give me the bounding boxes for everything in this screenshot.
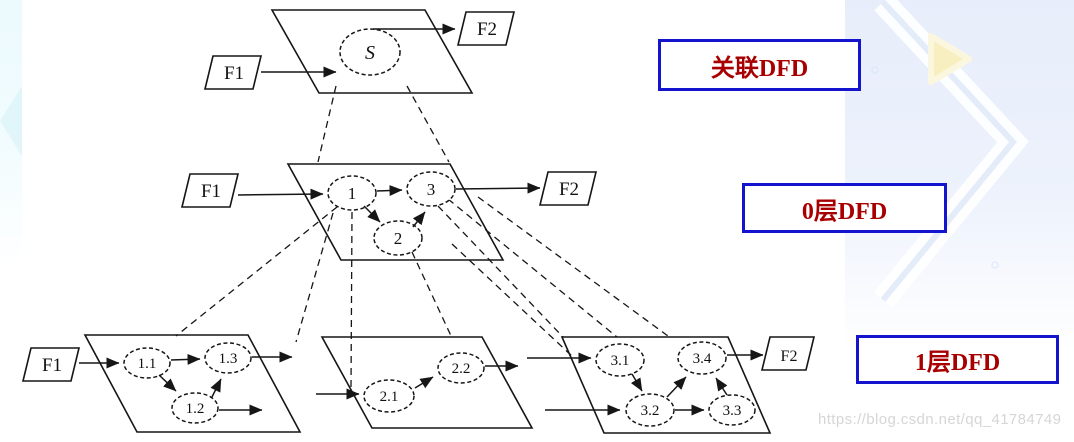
decomposition-line xyxy=(451,243,574,358)
entity-label-f2: F2 xyxy=(477,19,497,40)
process-1-3 xyxy=(204,342,252,374)
level0-dfd-label-box: 0层DFD xyxy=(742,183,947,233)
data-flow-arrow-1-1-to-1-2 xyxy=(158,374,177,392)
process-label-3: 3 xyxy=(427,180,436,199)
entity-label-f1: F1 xyxy=(201,181,221,202)
yellow-triangle-icon xyxy=(928,33,972,85)
process-label-3-3: 3.3 xyxy=(723,403,742,419)
plane-level1-process3 xyxy=(560,336,772,434)
decomposition-line xyxy=(295,212,334,343)
decomposition-line xyxy=(411,251,453,339)
process-1-2 xyxy=(171,392,219,424)
left-edge-decoration xyxy=(0,0,22,270)
plane-level1-process1 xyxy=(83,334,302,433)
decomposition-line xyxy=(477,196,669,337)
circuit-dot-decoration xyxy=(991,261,999,269)
process-label-1-1: 1.1 xyxy=(138,356,157,372)
process-2-1 xyxy=(363,379,415,413)
process-label-s: S xyxy=(365,42,375,64)
process-label-1-2: 1.2 xyxy=(186,401,205,417)
process-label-2-1: 2.1 xyxy=(380,389,399,405)
process-label-1: 1 xyxy=(348,184,357,203)
decomposition-line xyxy=(406,85,450,163)
entity-label-f1: F1 xyxy=(224,63,244,84)
entity-label-f2: F2 xyxy=(559,179,579,200)
process-3 xyxy=(406,171,456,207)
process-label-1-3: 1.3 xyxy=(219,351,238,367)
watermark: https://blog.csdn.net/qq_41784749 xyxy=(818,411,1062,428)
data-flow-arrow-3-1-to-3-2 xyxy=(630,373,643,392)
level0-dfd-label: 0层DFD xyxy=(801,198,888,225)
data-flow-arrow-2-to-3 xyxy=(412,211,426,228)
process-3-1 xyxy=(595,343,645,377)
external-entity-f1-level1 xyxy=(21,347,81,382)
decomposition-line xyxy=(447,198,618,338)
process-2 xyxy=(373,220,423,256)
decomposition-line xyxy=(317,85,337,163)
data-flow-arrow-1-1-to-1-3 xyxy=(170,353,201,365)
process-1-1 xyxy=(123,347,171,379)
data-flow-arrow-2-1-to-2-2 xyxy=(414,376,434,389)
process-label-3-2: 3.2 xyxy=(641,403,660,419)
data-flow-arrow-1-to-3 xyxy=(376,185,403,196)
data-flow-arrow-3-3-to-3-4 xyxy=(715,377,728,396)
level1-dfd-label: 1层DFD xyxy=(914,350,1001,376)
plane-context-dfd xyxy=(270,9,474,94)
process-label-3-4: 3.4 xyxy=(693,351,712,367)
right-background-decoration xyxy=(845,0,1074,352)
chevron-inner-decoration xyxy=(880,0,1017,302)
process-3-4 xyxy=(677,341,727,375)
external-entity-f2-level1 xyxy=(760,336,816,371)
process-label-2: 2 xyxy=(394,229,403,248)
decomposition-line xyxy=(350,211,353,389)
decomposition-line xyxy=(175,206,338,337)
external-entity-f2-context xyxy=(456,11,516,46)
data-flow-arrow-3-to-f2 xyxy=(455,182,541,194)
data-flow-arrow-1-to-2 xyxy=(363,205,381,223)
plane-level0-dfd xyxy=(286,163,505,261)
external-entity-f1-context xyxy=(203,55,263,90)
plane-level1-process2 xyxy=(320,336,534,429)
level1-dfd-label-box: 1层DFD xyxy=(856,335,1059,384)
context-dfd-label-box: 关联DFD xyxy=(658,39,861,91)
right-decoration-graphic xyxy=(845,0,1074,352)
entity-label-f1: F1 xyxy=(42,355,62,376)
process-3-3 xyxy=(708,394,756,426)
context-dfd-label: 关联DFD xyxy=(710,55,809,82)
process-label-2-2: 2.2 xyxy=(452,361,471,377)
process-1 xyxy=(327,175,377,211)
process-2-2 xyxy=(437,352,485,384)
process-s xyxy=(339,28,401,76)
external-entity-f2-level0 xyxy=(538,171,598,206)
circuit-dot-decoration xyxy=(871,66,879,74)
decomposition-line xyxy=(437,205,564,338)
entity-label-f2: F2 xyxy=(781,348,798,365)
data-flow-arrow-3-2-to-3-4 xyxy=(666,376,687,398)
process-3-2 xyxy=(625,393,675,427)
data-flow-arrow-f1-to-1 xyxy=(237,188,324,200)
external-entity-f1-level0 xyxy=(180,173,240,208)
process-label-3-1: 3.1 xyxy=(611,353,630,369)
data-flow-arrow-1-2-to-1-3 xyxy=(210,378,222,398)
